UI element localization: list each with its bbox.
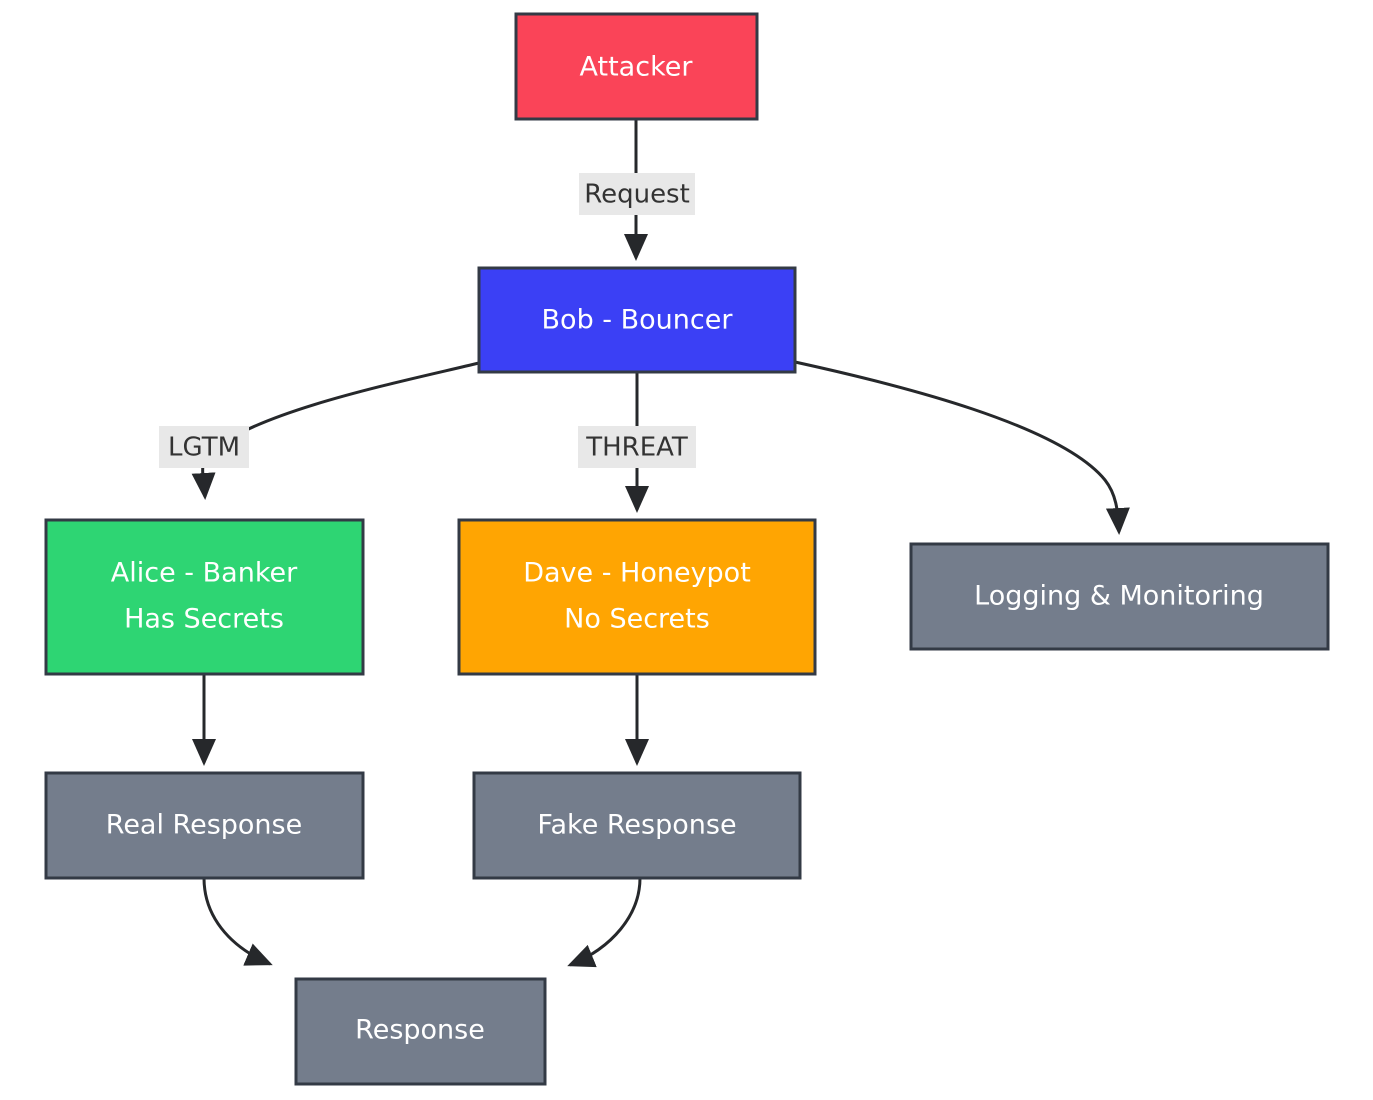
node-real-response-label: Real Response xyxy=(106,810,302,841)
node-attacker-label: Attacker xyxy=(580,52,694,83)
node-alice-banker-label-line2: Has Secrets xyxy=(124,604,284,635)
nodes-layer: Attacker Bob - Bouncer Alice - Banker Ha… xyxy=(44,12,1330,1086)
node-real-response[interactable]: Real Response xyxy=(44,771,365,880)
node-fake-response-label: Fake Response xyxy=(537,810,736,841)
node-alice-banker[interactable]: Alice - Banker Has Secrets xyxy=(44,518,365,676)
node-dave-honeypot[interactable]: Dave - Honeypot No Secrets xyxy=(457,518,817,676)
node-response[interactable]: Response xyxy=(294,977,547,1086)
edges-layer xyxy=(191,119,1130,968)
edge-label-lgtm: LGTM xyxy=(159,426,249,468)
node-dave-honeypot-label-line2: No Secrets xyxy=(564,604,710,635)
node-dave-honeypot-label-line1: Dave - Honeypot xyxy=(523,558,751,589)
edge-label-request-text: Request xyxy=(584,180,690,210)
node-bob-bouncer-label: Bob - Bouncer xyxy=(542,305,734,336)
node-alice-banker-label-line1: Alice - Banker xyxy=(111,558,298,589)
edge-label-request: Request xyxy=(579,173,695,215)
node-logging-monitoring[interactable]: Logging & Monitoring xyxy=(909,542,1330,651)
edge-real-response-response xyxy=(202,877,273,966)
node-attacker[interactable]: Attacker xyxy=(514,12,759,121)
node-response-label: Response xyxy=(355,1015,485,1046)
edge-label-threat-text: THREAT xyxy=(585,433,688,463)
node-bob-bouncer[interactable]: Bob - Bouncer xyxy=(477,266,797,374)
edge-bob-alice xyxy=(191,361,480,500)
edge-fake-response-response xyxy=(567,877,642,968)
edge-label-lgtm-text: LGTM xyxy=(168,433,240,463)
edge-bob-logging xyxy=(794,360,1130,535)
node-logging-monitoring-label: Logging & Monitoring xyxy=(974,581,1264,612)
node-fake-response[interactable]: Fake Response xyxy=(472,771,802,880)
edge-label-threat: THREAT xyxy=(578,426,696,468)
edge-labels-layer: Request LGTM THREAT xyxy=(159,173,696,468)
